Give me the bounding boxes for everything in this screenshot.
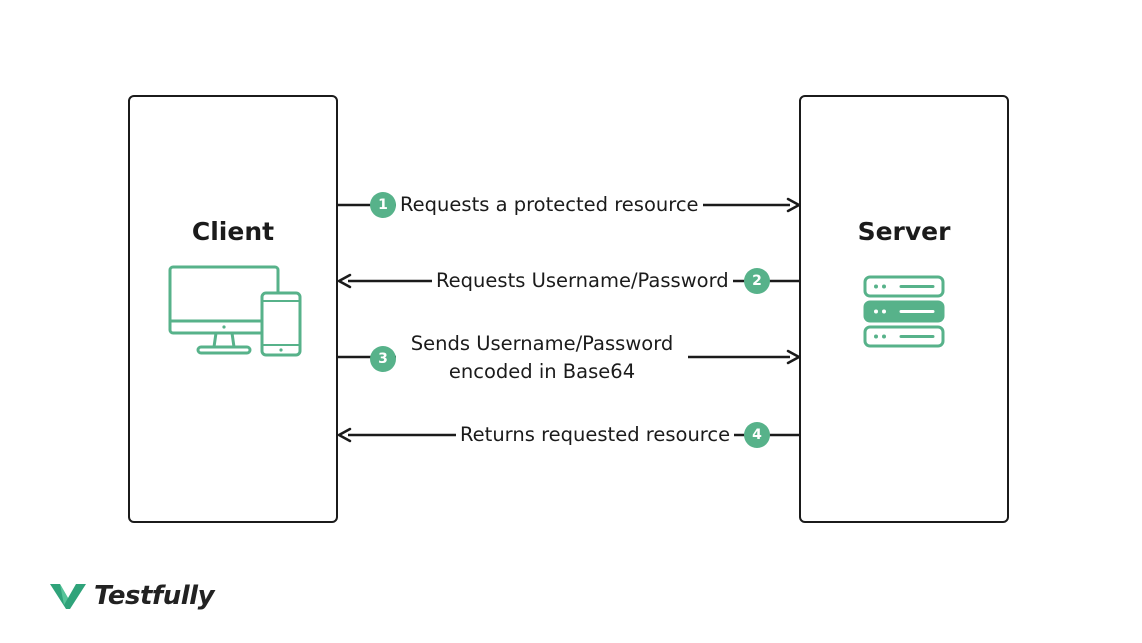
server-box: Server <box>799 95 1009 523</box>
arrowhead-step-2 <box>337 273 352 289</box>
step-3-label-line-1: Sends Username/Password <box>410 332 674 355</box>
step-1-label: Requests a protected resource <box>396 191 703 219</box>
testfully-logo-icon <box>50 584 86 609</box>
step-3-label-line-2: encoded in Base64 <box>448 360 636 383</box>
step-2-badge: 2 <box>744 268 770 294</box>
client-title: Client <box>191 217 275 246</box>
step-4-label: Returns requested resource <box>456 421 735 449</box>
brand: Testfully <box>48 576 215 616</box>
brand-name: Testfully <box>94 581 215 611</box>
step-2-label: Requests Username/Password <box>432 267 733 295</box>
desktop-and-phone-icon <box>168 265 302 357</box>
step-3-badge: 3 <box>370 346 396 372</box>
arrowhead-step-3 <box>786 349 801 365</box>
step-3-label: Sends Username/Password encoded in Base6… <box>396 330 688 386</box>
server-rack-icon <box>863 275 945 348</box>
arrowhead-step-4 <box>337 427 352 443</box>
step-4-badge: 4 <box>744 422 770 448</box>
client-box: Client <box>128 95 338 523</box>
step-1-badge: 1 <box>370 192 396 218</box>
arrowhead-step-1 <box>786 197 801 213</box>
server-title: Server <box>857 217 951 246</box>
